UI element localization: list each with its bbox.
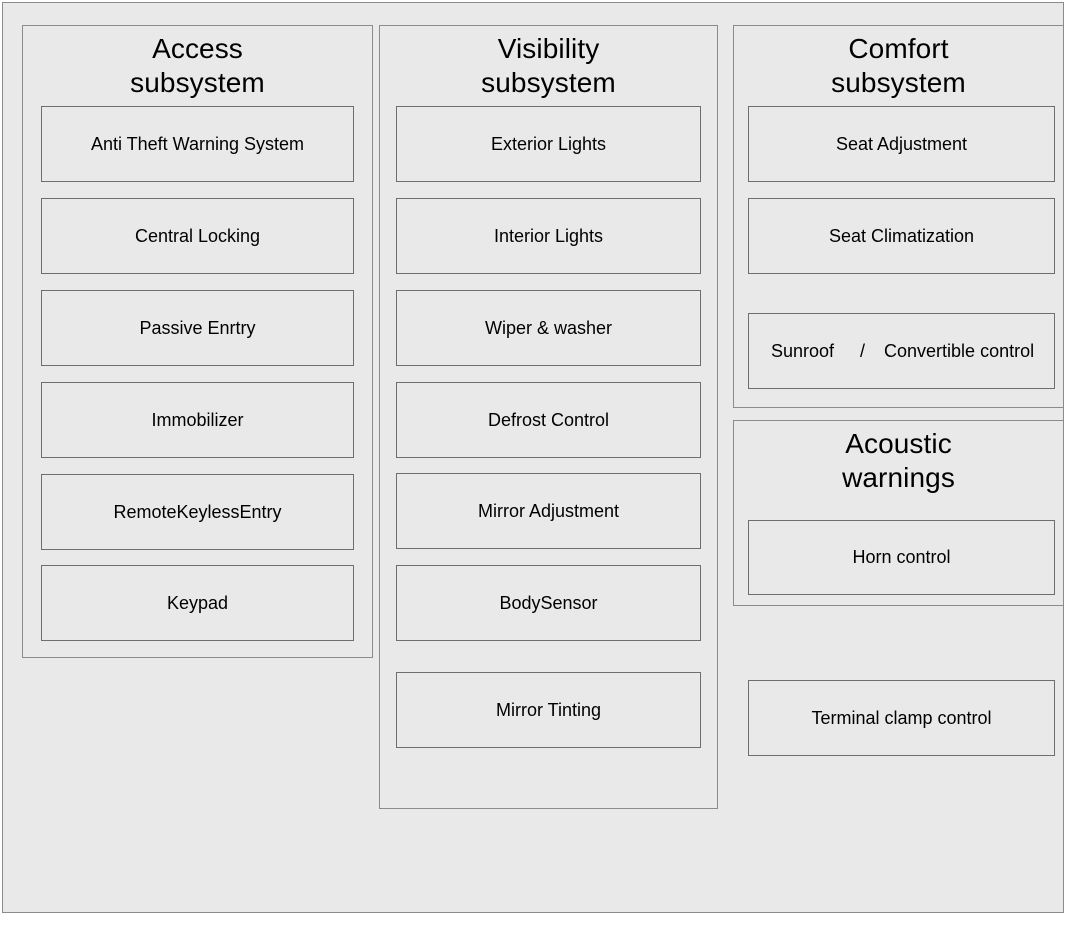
- sunroof-separator: /: [860, 340, 866, 361]
- component-exterior-lights[interactable]: Exterior Lights: [396, 106, 701, 182]
- group-title-visibility: Visibility subsystem: [481, 33, 616, 98]
- component-label: Anti Theft Warning System: [90, 133, 305, 154]
- group-title-acoustic-warnings: Acoustic warnings: [842, 428, 955, 493]
- component-label: Horn control: [852, 547, 951, 567]
- component-label: Defrost Control: [487, 409, 610, 430]
- component-label: Seat Climatization: [828, 225, 975, 246]
- component-remote-keyless-entry[interactable]: RemoteKeylessEntry: [41, 474, 354, 550]
- component-mirror-adjustment[interactable]: Mirror Adjustment: [396, 473, 701, 549]
- component-label: Wiper & washer: [484, 317, 613, 338]
- component-seat-adjustment[interactable]: Seat Adjustment: [748, 106, 1055, 182]
- component-seat-climatization[interactable]: Seat Climatization: [748, 198, 1055, 274]
- component-label: BodySensor: [499, 592, 598, 613]
- group-title-comfort: Comfort subsystem: [831, 33, 966, 98]
- component-terminal-clamp-control[interactable]: Terminal clamp control: [748, 680, 1055, 756]
- component-label: Terminal clamp control: [811, 707, 992, 728]
- component-label: Exterior Lights: [490, 133, 607, 154]
- component-label-sunroof: Sunroof /: [771, 340, 879, 363]
- component-label: Immobilizer: [151, 409, 244, 430]
- component-defrost-control[interactable]: Defrost Control: [396, 382, 701, 458]
- component-anti-theft-warning-system[interactable]: Anti Theft Warning System: [41, 106, 354, 182]
- component-immobilizer[interactable]: Immobilizer: [41, 382, 354, 458]
- sunroof-text: Sunroof: [771, 340, 835, 361]
- component-body-sensor[interactable]: BodySensor: [396, 565, 701, 641]
- component-label: Mirror Adjustment: [477, 500, 620, 521]
- component-passive-entry[interactable]: Passive Enrtry: [41, 290, 354, 366]
- component-label-convertible-control: Convertible control: [884, 340, 1035, 361]
- group-title-access: Access subsystem: [130, 33, 265, 98]
- component-wiper-and-washer[interactable]: Wiper & washer: [396, 290, 701, 366]
- component-horn-control[interactable]: Horn control: [748, 520, 1055, 595]
- component-interior-lights[interactable]: Interior Lights: [396, 198, 701, 274]
- component-label: Seat Adjustment: [835, 133, 968, 154]
- component-mirror-tinting[interactable]: Mirror Tinting: [396, 672, 701, 748]
- component-label: Central Locking: [134, 225, 261, 246]
- component-label: Passive Enrtry: [139, 317, 256, 338]
- component-label: Interior Lights: [493, 225, 604, 246]
- component-label: RemoteKeylessEntry: [113, 501, 282, 522]
- component-keypad[interactable]: Keypad: [41, 565, 354, 641]
- component-label: Mirror Tinting: [495, 699, 602, 720]
- component-label: Keypad: [166, 592, 229, 613]
- component-central-locking[interactable]: Central Locking: [41, 198, 354, 274]
- component-sunroof-convertible-control[interactable]: Sunroof / Convertible control: [748, 313, 1055, 389]
